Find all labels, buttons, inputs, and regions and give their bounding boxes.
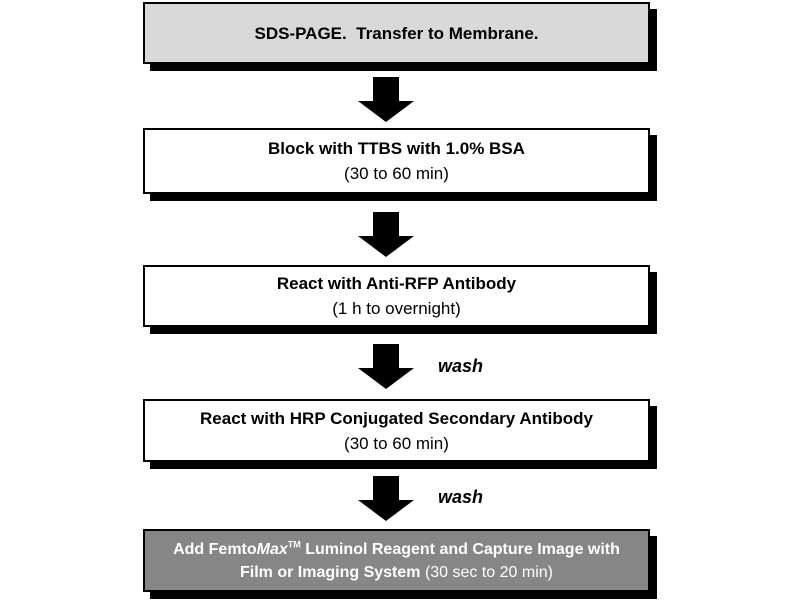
step-title-rest: Luminol Reagent and Capture Image with F… xyxy=(240,540,625,581)
down-arrow-icon xyxy=(358,344,414,389)
down-arrow-icon xyxy=(358,476,414,521)
wash-label: wash xyxy=(438,356,484,376)
step-duration: (30 sec to 20 min) xyxy=(424,563,553,581)
step-title: Block with TTBS with 1.0% BSA xyxy=(268,139,525,158)
arrow-head xyxy=(358,368,414,389)
arrow-head xyxy=(358,500,414,521)
arrow-stem xyxy=(373,77,399,101)
step-hrp-secondary-antibody: React with HRP Conjugated Secondary Anti… xyxy=(143,399,650,462)
step-title: React with Anti-RFP Antibody xyxy=(276,274,517,293)
step-title: SDS-PAGE. Transfer to Membrane. xyxy=(254,23,539,43)
down-arrow-icon xyxy=(358,212,414,257)
trademark-symbol: TM xyxy=(287,539,301,550)
arrow-head xyxy=(358,101,414,122)
arrow-head xyxy=(358,236,414,257)
step-duration: (30 to 60 min) xyxy=(344,164,449,183)
step-duration: (1 h to overnight) xyxy=(332,299,461,318)
down-arrow-icon xyxy=(358,77,414,122)
step-title-prefix: Add Femto xyxy=(173,540,257,558)
step-title: Add FemtoMaxTM Luminol Reagent and Captu… xyxy=(145,538,648,584)
arrow-stem xyxy=(373,344,399,368)
brand-name-italic: Max xyxy=(256,540,288,558)
step-luminol-capture-image: Add FemtoMaxTM Luminol Reagent and Captu… xyxy=(143,529,650,592)
arrow-stem xyxy=(373,476,399,500)
step-duration: (30 to 60 min) xyxy=(344,433,449,453)
step-sds-page-transfer: SDS-PAGE. Transfer to Membrane. xyxy=(143,2,650,64)
wash-label: wash xyxy=(438,487,484,507)
step-block-ttbs-bsa: Block with TTBS with 1.0% BSA (30 to 60 … xyxy=(143,128,650,194)
arrow-stem xyxy=(373,212,399,236)
step-title: React with HRP Conjugated Secondary Anti… xyxy=(200,408,593,428)
step-anti-rfp-antibody: React with Anti-RFP Antibody (1 h to ove… xyxy=(143,265,650,327)
